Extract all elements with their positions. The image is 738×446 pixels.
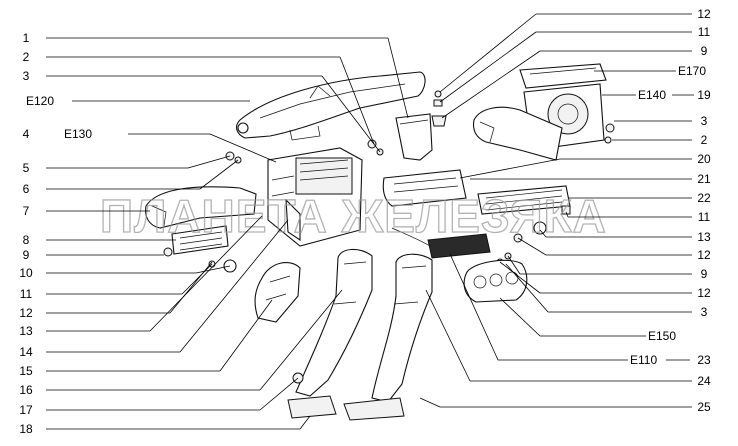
label-12-left: 12 — [19, 306, 33, 320]
label-12-r2: 12 — [697, 248, 711, 262]
label-3-right: 3 — [701, 114, 708, 128]
label-8: 8 — [23, 233, 30, 247]
label-11-left: 11 — [20, 287, 33, 301]
windshield-duct-e120 — [236, 71, 426, 141]
label-e170: E170 — [678, 64, 706, 78]
label-5: 5 — [23, 161, 30, 175]
label-4: 4 — [23, 127, 30, 141]
label-3-left: 3 — [23, 69, 30, 83]
label-9-r1: 9 — [701, 44, 708, 58]
label-19: 19 — [697, 88, 711, 102]
leader-lines-right — [419, 13, 694, 408]
label-24: 24 — [697, 374, 711, 388]
label-10: 10 — [19, 266, 33, 280]
label-15: 15 — [19, 364, 33, 378]
label-25: 25 — [697, 400, 711, 414]
label-e140: E140 — [638, 88, 666, 102]
leader-lines-left — [46, 37, 409, 430]
label-6: 6 — [23, 182, 30, 196]
label-2-right: 2 — [701, 133, 708, 147]
air-distributor-21 — [382, 169, 467, 207]
label-13-left: 13 — [19, 324, 33, 338]
watermark-text: ПЛАНЕТА ЖЕЛЕЗЯКА — [100, 190, 607, 242]
label-12-r3: 12 — [697, 286, 711, 300]
label-2-left: 2 — [23, 50, 30, 64]
label-e130: E130 — [64, 127, 92, 141]
label-18: 18 — [19, 422, 33, 436]
label-13-right: 13 — [697, 230, 711, 244]
label-11-r2: 11 — [698, 210, 711, 224]
label-20: 20 — [697, 152, 711, 166]
control-panel-e150 — [463, 259, 528, 303]
label-e110: E110 — [630, 353, 657, 367]
label-16: 16 — [19, 383, 33, 397]
label-1: 1 — [23, 31, 30, 45]
label-3-r2: 3 — [701, 305, 708, 319]
floor-duct-right-24 — [343, 253, 433, 421]
label-7: 7 — [23, 204, 30, 218]
labels-right: 12 11 9 E170 E140 19 3 2 20 21 22 11 13 … — [630, 7, 711, 414]
heater-unit-e130 — [267, 147, 363, 247]
left-duct-7 — [145, 186, 257, 229]
label-23: 23 — [697, 353, 711, 367]
labels-left: 1 2 3 E120 4 E130 5 6 7 8 9 10 11 12 13 … — [19, 31, 92, 436]
floor-duct-left-16 — [287, 248, 373, 419]
center-duct-20 — [395, 113, 433, 161]
center-vent-22 — [477, 185, 571, 215]
label-9-r2: 9 — [701, 267, 708, 281]
label-22: 22 — [697, 191, 711, 205]
label-e150: E150 — [648, 329, 676, 343]
control-module-e110 — [391, 221, 547, 266]
label-9-left: 9 — [23, 248, 30, 262]
label-21: 21 — [697, 172, 711, 186]
label-12-r1: 12 — [697, 7, 711, 21]
label-17: 17 — [19, 403, 33, 417]
label-11-r1: 11 — [698, 25, 711, 39]
label-14: 14 — [19, 345, 33, 359]
floor-duct-14 — [254, 262, 301, 323]
left-vent-8 — [163, 225, 237, 273]
label-e120: E120 — [26, 94, 54, 108]
